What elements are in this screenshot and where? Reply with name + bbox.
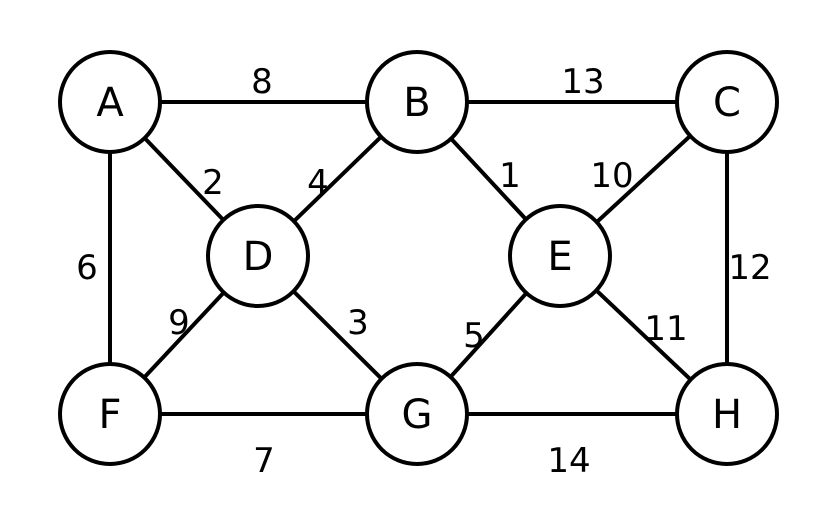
node-circle bbox=[58, 50, 162, 154]
node-circle bbox=[508, 204, 612, 308]
node-label: G bbox=[402, 392, 433, 438]
edge-weight-a-d: 2 bbox=[202, 163, 224, 203]
edge-weight-c-e: 10 bbox=[590, 156, 633, 196]
edge-weight-f-g: 7 bbox=[253, 441, 275, 481]
node-e: E bbox=[508, 204, 612, 308]
node-circle bbox=[365, 50, 469, 154]
node-a: A bbox=[58, 50, 162, 154]
edge-weight-g-h: 14 bbox=[547, 441, 590, 481]
node-label: F bbox=[98, 392, 121, 438]
node-b: B bbox=[365, 50, 469, 154]
edge-weight-d-g: 3 bbox=[347, 303, 369, 343]
node-circle bbox=[58, 362, 162, 466]
node-label: C bbox=[713, 80, 741, 126]
edge-weight-b-c: 13 bbox=[561, 62, 604, 102]
node-h: H bbox=[675, 362, 779, 466]
node-circle bbox=[675, 50, 779, 154]
node-label: B bbox=[403, 80, 430, 126]
node-f: F bbox=[58, 362, 162, 466]
node-label: D bbox=[243, 234, 274, 280]
node-d: D bbox=[206, 204, 310, 308]
edge-weight-b-d: 4 bbox=[307, 163, 329, 203]
edge-weight-b-e: 1 bbox=[499, 156, 521, 196]
node-label: E bbox=[547, 234, 572, 280]
edge-weight-e-h: 11 bbox=[644, 309, 687, 349]
edge-weight-c-h: 12 bbox=[728, 248, 771, 288]
node-label: H bbox=[712, 392, 742, 438]
node-circle bbox=[206, 204, 310, 308]
weights-layer: 8 13 2 4 1 10 6 12 9 3 5 11 7 14 bbox=[76, 62, 771, 481]
node-circle bbox=[675, 362, 779, 466]
node-c: C bbox=[675, 50, 779, 154]
node-circle bbox=[365, 362, 469, 466]
edge-weight-e-g: 5 bbox=[463, 316, 485, 356]
edge-weight-d-f: 9 bbox=[168, 303, 190, 343]
edge-weight-a-f: 6 bbox=[76, 248, 98, 288]
node-g: G bbox=[365, 362, 469, 466]
node-label: A bbox=[96, 80, 124, 126]
edge-weight-a-b: 8 bbox=[251, 62, 273, 102]
nodes-layer: A B C D E F G H bbox=[58, 50, 779, 466]
